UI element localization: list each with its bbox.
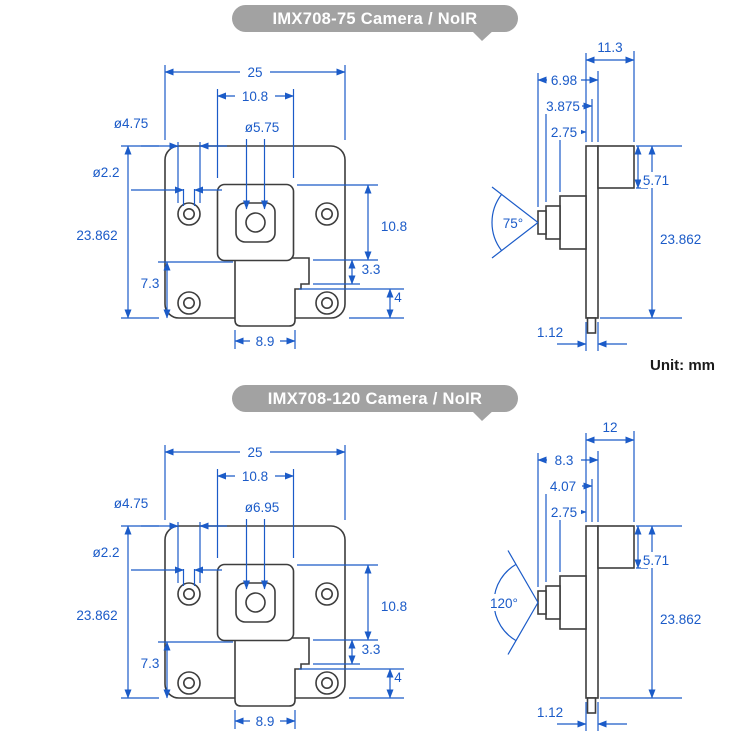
dim-sensor-height: 10.8 xyxy=(381,219,407,234)
dim-tab-width: 8.9 xyxy=(256,334,275,349)
dim-inner-hole-dia: ø2.2 xyxy=(92,545,119,560)
dim-mount-hole-dia: ø4.75 xyxy=(114,496,149,511)
section-title-pill: IMX708-120 Camera / NoIR xyxy=(232,385,518,421)
pill-bg xyxy=(232,385,518,412)
dim-fov-angle: 75° xyxy=(503,216,523,231)
dim-sensor-width: 10.8 xyxy=(242,469,268,484)
section-title: IMX708-120 Camera / NoIR xyxy=(268,390,482,408)
dim-total-depth: 12 xyxy=(602,420,617,435)
front-view-labels: 25 10.8 ø4.75 ø5.75 ø2.2 23.862 10.8 3.3… xyxy=(76,64,407,349)
dim-lens-to-back: 6.98 xyxy=(551,73,577,88)
dim-housing-to-board: 2.75 xyxy=(551,125,577,140)
dim-lens-to-back: 8.3 xyxy=(555,453,574,468)
dim-step-1: 3.3 xyxy=(362,642,381,657)
dim-step-2: 4 xyxy=(394,290,402,305)
dim-bracket-height: 5.71 xyxy=(643,173,669,188)
front-view-outline xyxy=(164,525,346,707)
fov-cone: 75° xyxy=(491,186,539,259)
dim-tab-width: 8.9 xyxy=(256,714,275,729)
dim-inner-hole-dia: ø2.2 xyxy=(92,165,119,180)
fov-cone: 120° xyxy=(485,550,539,655)
dim-side-board-height: 23.862 xyxy=(660,232,701,247)
dim-sensor-width: 10.8 xyxy=(242,89,268,104)
dim-board-width: 25 xyxy=(247,65,262,80)
front-view-outline xyxy=(164,145,346,327)
pill-bg xyxy=(232,5,518,32)
dim-board-width: 25 xyxy=(247,445,262,460)
dim-barrel-to-board: 4.07 xyxy=(550,479,576,494)
dim-total-depth: 11.3 xyxy=(597,40,622,55)
dim-side-board-height: 23.862 xyxy=(660,612,701,627)
unit-label: Unit: mm xyxy=(650,357,715,374)
front-view-labels: 25 10.8 ø4.75 ø6.95 ø2.2 23.862 10.8 3.3… xyxy=(76,444,407,729)
dim-bottom-offset: 7.3 xyxy=(141,656,160,671)
dim-fov-angle: 120° xyxy=(490,596,518,611)
dim-lens-dia: ø6.95 xyxy=(245,500,280,515)
section-title-pill: IMX708-75 Camera / NoIR xyxy=(232,5,518,41)
dim-bottom-offset: 7.3 xyxy=(141,276,160,291)
side-view-labels: 12 8.3 4.07 2.75 5.71 23.862 1.12 xyxy=(537,420,701,720)
side-view-outline xyxy=(537,525,635,714)
side-view-outline xyxy=(537,145,635,334)
section-imx708-75: IMX708-75 Camera / NoIR 25 10.8 ø4.75 ø5… xyxy=(76,5,715,374)
dim-sensor-height: 10.8 xyxy=(381,599,407,614)
dim-housing-to-board: 2.75 xyxy=(551,505,577,520)
dim-board-height: 23.862 xyxy=(76,608,117,623)
dim-step-1: 3.3 xyxy=(362,262,381,277)
section-title: IMX708-75 Camera / NoIR xyxy=(273,10,478,28)
dim-board-thickness: 1.12 xyxy=(537,325,563,340)
side-view-labels: 11.3 6.98 3.875 2.75 5.71 23.862 1.12 xyxy=(537,40,701,340)
dim-barrel-to-board: 3.875 xyxy=(546,99,580,114)
dim-board-height: 23.862 xyxy=(76,228,117,243)
dim-lens-dia: ø5.75 xyxy=(245,120,280,135)
dim-mount-hole-dia: ø4.75 xyxy=(114,116,149,131)
dim-bracket-height: 5.71 xyxy=(643,553,669,568)
dim-board-thickness: 1.12 xyxy=(537,705,563,720)
dim-step-2: 4 xyxy=(394,670,402,685)
section-imx708-120: IMX708-120 Camera / NoIR 25 10.8 ø4.75 ø… xyxy=(76,385,701,731)
